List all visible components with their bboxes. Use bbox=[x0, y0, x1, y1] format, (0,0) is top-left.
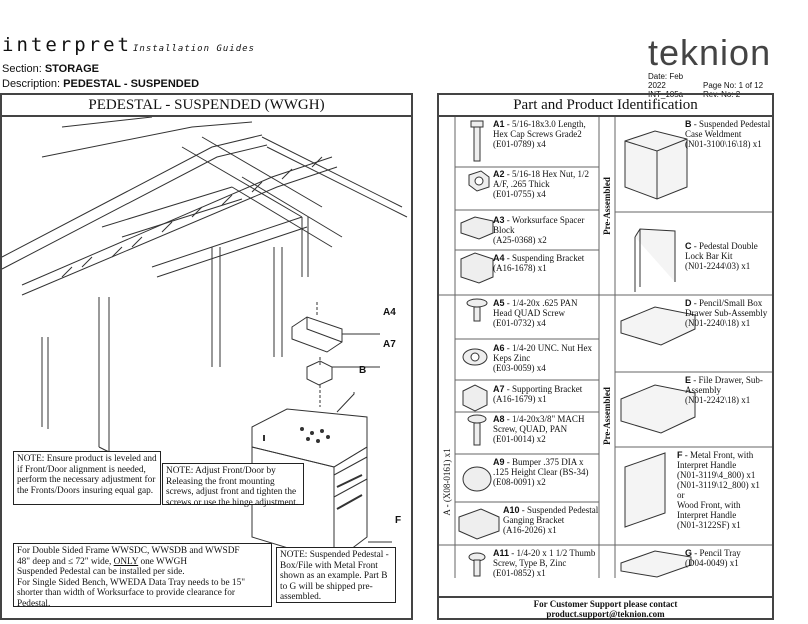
support-footer: For Customer Support please contact prod… bbox=[439, 596, 772, 619]
part-a6: A6 - 1/4-20 UNC. Nut Hex Keps Zinc(E03-0… bbox=[493, 343, 593, 373]
grid-lines bbox=[439, 117, 772, 578]
parts-panel-title: Part and Product Identification bbox=[439, 95, 772, 117]
installation-panel: PEDESTAL - SUSPENDED (WWGH) bbox=[0, 93, 413, 620]
note3-only: ONLY bbox=[113, 556, 139, 567]
note-shipping: NOTE: Suspended Pedestal - Box/File with… bbox=[276, 547, 396, 603]
parts-panel: Part and Product Identification bbox=[437, 93, 774, 620]
product-d: D - Pencil/Small Box Drawer Sub-Assembly… bbox=[685, 298, 768, 328]
note-leveling: NOTE: Ensure product is leveled and if F… bbox=[13, 451, 161, 505]
note3-line2c: one WWGH bbox=[138, 556, 188, 567]
doc-page: Page No: 1 of 12 bbox=[703, 81, 764, 90]
brand-subtitle: Installation Guides bbox=[133, 44, 255, 54]
product-f: F - Metal Front, with Interpret Handle(N… bbox=[677, 450, 760, 530]
part-a8: A8 - 1/4-20x3/8" MACH Screw, QUAD, PAN(E… bbox=[493, 414, 585, 444]
installation-panel-title: PEDESTAL - SUSPENDED (WWGH) bbox=[2, 95, 411, 117]
product-e: E - File Drawer, Sub-Assembly(N01-2242\1… bbox=[685, 375, 763, 405]
support-email[interactable]: product.support@teknion.com bbox=[546, 609, 665, 619]
note3-line2a: 48" deep and ≤ 72" wide, bbox=[17, 556, 114, 567]
pre-assembled-label-top: Pre-Assembled bbox=[602, 177, 612, 235]
callout-b: B bbox=[359, 365, 367, 376]
part-a3: A3 - Worksurface Spacer Block(A25-0368) … bbox=[493, 215, 585, 245]
note3-line4: For Single Sided Bench, WWEDA Data Tray … bbox=[17, 577, 246, 609]
section-label: Section: bbox=[2, 63, 42, 75]
note3-line1: For Double Sided Frame WWSDC, WWSDB and … bbox=[17, 546, 240, 556]
section-line: Section: STORAGE bbox=[2, 63, 99, 75]
part-a7: A7 - Supporting Bracket(A16-1679) x1 bbox=[493, 384, 583, 404]
product-c: C - Pedestal Double Lock Bar Kit(N01-224… bbox=[685, 241, 758, 271]
pedestal-illustration bbox=[2, 117, 408, 563]
part-a1: A1 - 5/16-18x3.0 Length, Hex Cap Screws … bbox=[493, 119, 586, 149]
part-a5: A5 - 1/4-20x .625 PAN Head QUAD Screw(E0… bbox=[493, 298, 578, 328]
callout-a7: A7 bbox=[383, 339, 396, 350]
product-icons bbox=[620, 130, 696, 578]
note-double-sided: For Double Sided Frame WWSDC, WWSDB and … bbox=[13, 543, 272, 609]
section-value: STORAGE bbox=[44, 63, 100, 75]
pre-assembled-label-bottom: Pre-Assembled bbox=[602, 387, 612, 445]
part-a11: A11 - 1/4-20 x 1 1/2 Thumb Screw, Type B… bbox=[493, 548, 596, 578]
part-icons bbox=[458, 120, 500, 577]
product-g: G - Pencil Tray(D04-0049) x1 bbox=[685, 548, 741, 568]
description-value: PEDESTAL - SUSPENDED bbox=[63, 78, 200, 90]
part-a10: A10 - Suspended Pedestal Ganging Bracket… bbox=[503, 505, 599, 535]
brand-title: interpret bbox=[2, 34, 132, 56]
teknion-logo: teknion bbox=[648, 32, 772, 73]
part-a4: A4 - Suspending Bracket(A16-1678) x1 bbox=[493, 253, 585, 273]
description-line: Description: PEDESTAL - SUSPENDED bbox=[2, 78, 199, 90]
note3-line3: Suspended Pedestal can be installed per … bbox=[17, 567, 185, 577]
part-a2: A2 - 5/16-18 Hex Nut, 1/2 A/F, .265 Thic… bbox=[493, 169, 590, 199]
callout-f: F bbox=[395, 515, 402, 526]
part-a9: A9 - Bumper .375 DIA x .125 Height Clear… bbox=[493, 457, 589, 487]
description-label: Description: bbox=[2, 78, 61, 90]
product-b: B - Suspended Pedestal Case Weldment(N01… bbox=[685, 119, 771, 149]
parts-grid: A - (X08-0161) x1 Pre-Assembled Pre-Asse… bbox=[439, 117, 772, 600]
callout-a4: A4 bbox=[383, 307, 396, 318]
support-line1: For Customer Support please contact bbox=[533, 599, 678, 609]
note-front-adjust: NOTE: Adjust Front/Door by Releasing the… bbox=[162, 463, 304, 508]
group-a-label: A - (X08-0161) x1 bbox=[442, 448, 452, 516]
doc-date: Date: Feb 2022 bbox=[648, 72, 684, 90]
